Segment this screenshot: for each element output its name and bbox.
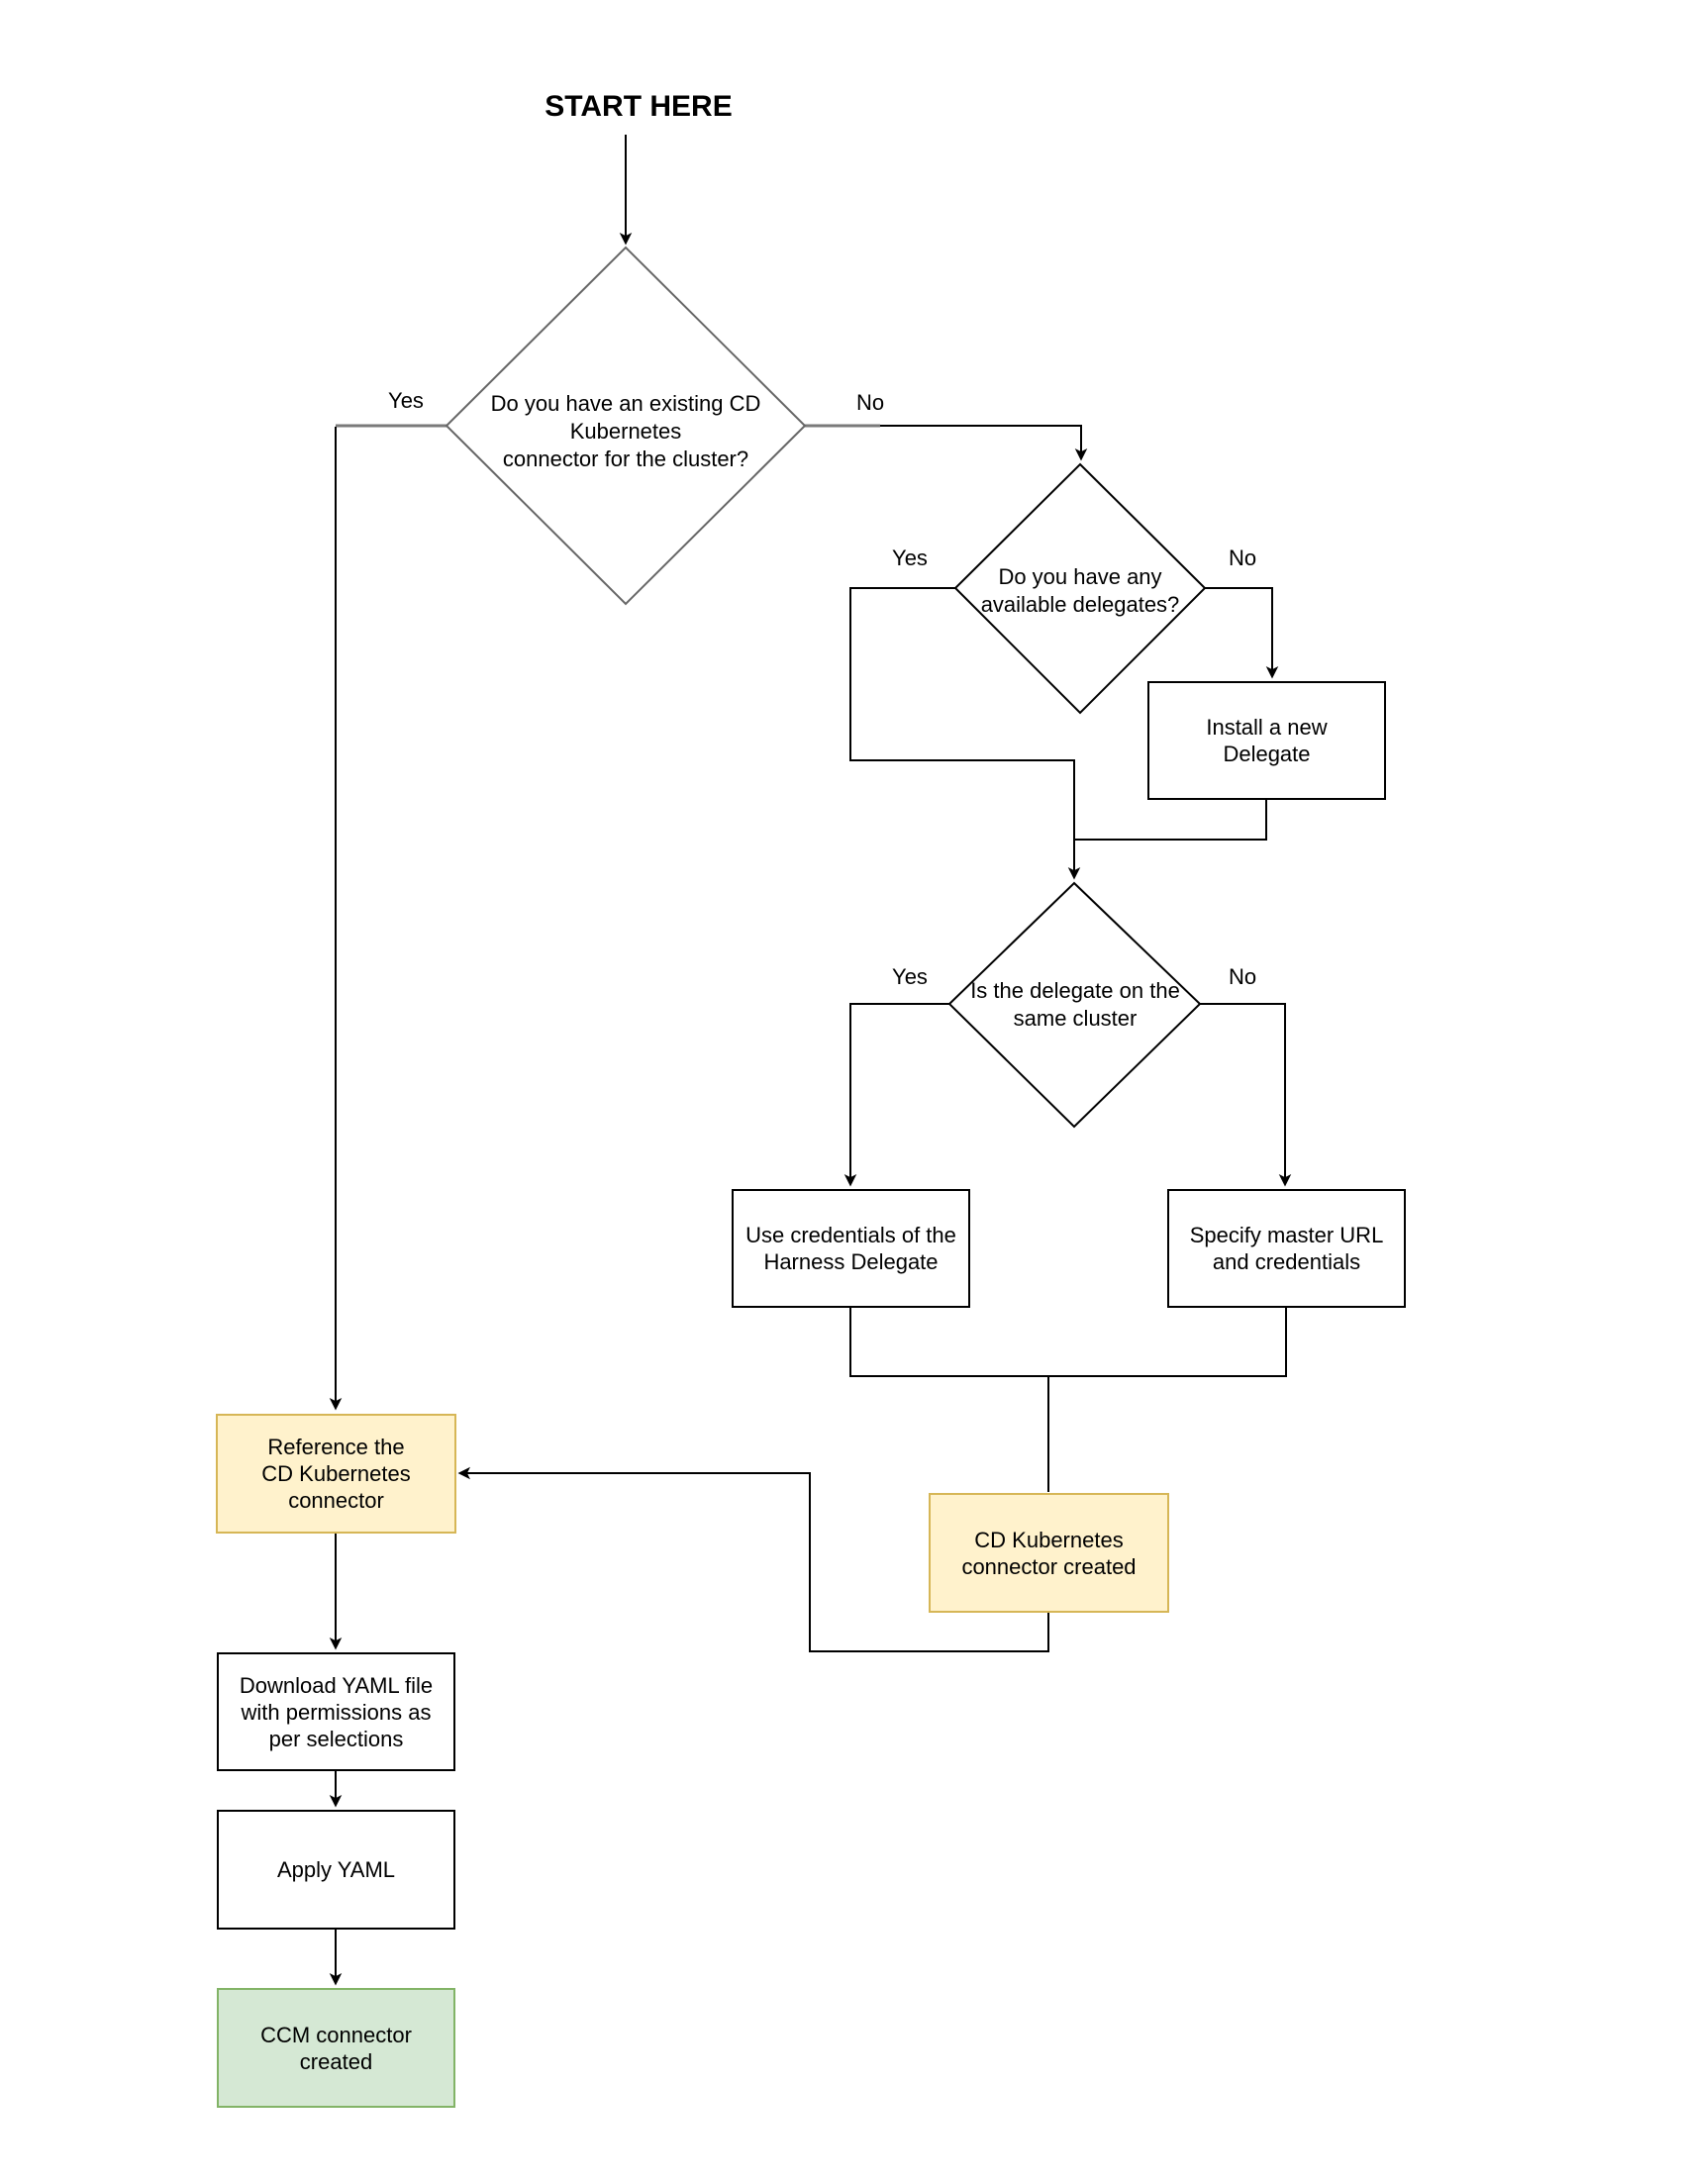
specify-master-url-box: Specify master URL and credentials: [1167, 1189, 1406, 1308]
node-line: Download YAML file: [239, 1672, 434, 1698]
edge-install-to-decision3-join: [1075, 799, 1267, 841]
decision1-no-label: No: [855, 390, 885, 415]
node-line: Use credentials of the: [745, 1223, 956, 1247]
node-line: Apply YAML: [276, 1857, 396, 1882]
decision-available-delegates-shape: [953, 462, 1207, 715]
decision-existing-connector-label: Do you have an existing CD Kubernetes co…: [452, 386, 799, 477]
ccm-connector-created-box: CCM connector created: [217, 1988, 455, 2108]
decision1-yes-label: Yes: [388, 388, 424, 413]
node-line: CCM connector: [260, 2022, 412, 2047]
node-line: Delegate: [1223, 742, 1311, 766]
node-line: Specify master URL: [1189, 1223, 1384, 1247]
decision3-no-label: No: [1228, 964, 1257, 989]
decision-same-cluster-label: Is the delegate on the same cluster: [922, 976, 1229, 1034]
node-line: with permissions as: [241, 1699, 432, 1725]
edge-decision1-no-to-decision2: [880, 425, 1088, 461]
reference-connector-box: Reference the CD Kubernetes connector: [216, 1414, 456, 1534]
decision-same-cluster-shape: [947, 881, 1202, 1129]
node-line: Install a new: [1206, 715, 1328, 740]
decision-line: Do you have any: [998, 564, 1162, 589]
decision-line: Is the delegate on the: [970, 978, 1180, 1003]
edge-decision2-no-to-install: [1205, 587, 1279, 679]
edge-decision2-yes-to-decision3: [849, 587, 1081, 880]
edge-decision3-no-to-specify-master: [1200, 1003, 1292, 1187]
page-title: START HERE: [545, 90, 733, 123]
edge-use-credentials-merge: [849, 1307, 1048, 1377]
node-line: per selections: [268, 1726, 404, 1751]
download-yaml-box: Download YAML file with permissions as p…: [217, 1652, 455, 1771]
edge-decision3-yes-to-use-credentials: [843, 1003, 949, 1187]
use-credentials-box: Use credentials of the Harness Delegate: [732, 1189, 970, 1308]
node-line: Reference the: [267, 1435, 405, 1459]
decision2-yes-label: Yes: [892, 546, 928, 570]
decision3-yes-label: Yes: [892, 964, 928, 989]
decision-line: Kubernetes: [569, 419, 682, 444]
decision-line: available delegates?: [980, 592, 1180, 617]
node-line: created: [299, 2048, 373, 2074]
decision-line: connector for the cluster?: [502, 447, 749, 471]
decision-line: Do you have an existing CD: [490, 391, 761, 416]
apply-yaml-box: Apply YAML: [217, 1810, 455, 1930]
node-line: connector created: [961, 1553, 1137, 1579]
cd-connector-created-box: CD Kubernetes connector created: [929, 1493, 1169, 1613]
node-line: CD Kubernetes: [261, 1461, 411, 1486]
edge-created-to-reference: [457, 1466, 1049, 1652]
edge-specify-master-merge-to-created: [1047, 1307, 1287, 1492]
node-line: CD Kubernetes: [974, 1527, 1124, 1552]
install-delegate-box: Install a new Delegate: [1147, 681, 1386, 800]
node-line: and credentials: [1212, 1249, 1361, 1274]
node-line: connector: [288, 1488, 384, 1513]
decision-line: same cluster: [1013, 1006, 1138, 1031]
decision2-no-label: No: [1228, 546, 1257, 570]
decision-existing-connector-shape: [445, 246, 807, 606]
node-line: Harness Delegate: [763, 1249, 939, 1274]
decision-available-delegates-label: Do you have any available delegates?: [942, 562, 1219, 620]
